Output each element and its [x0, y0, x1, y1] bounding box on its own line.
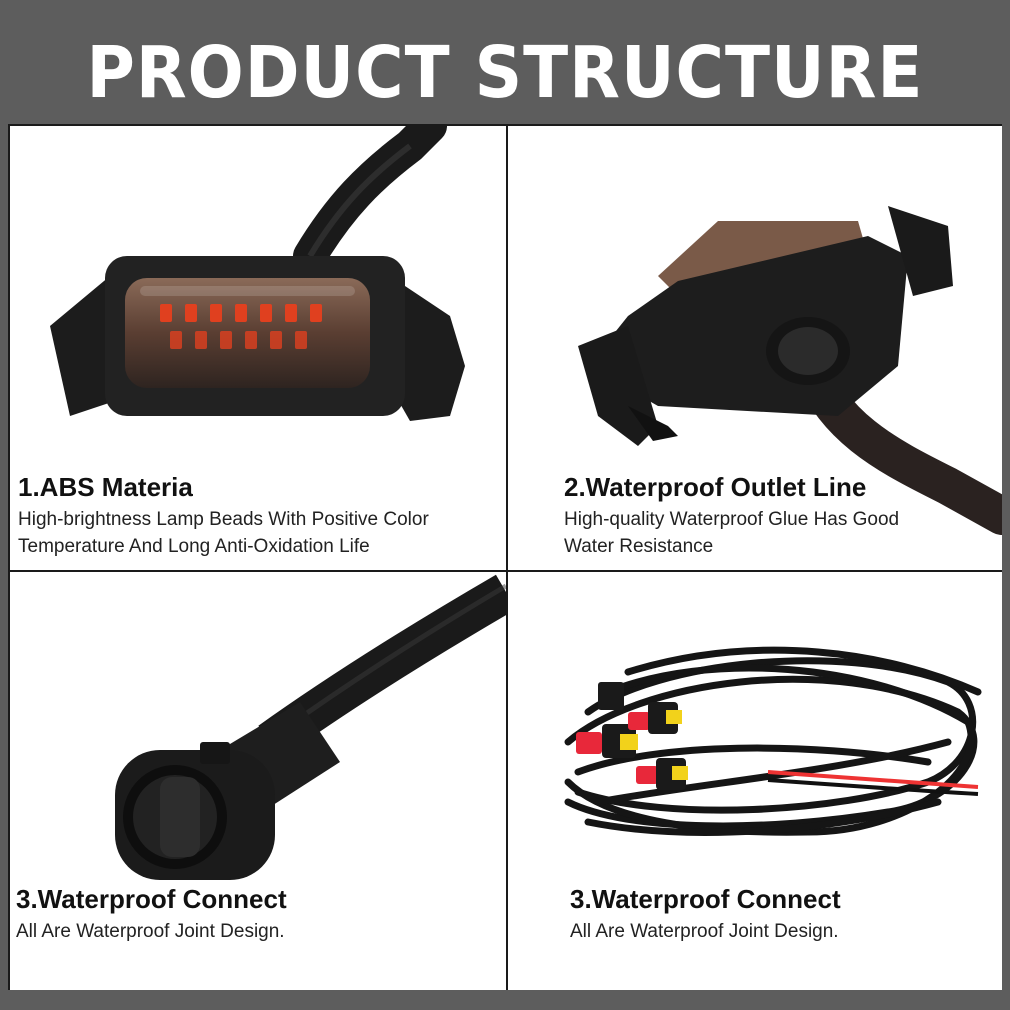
panel-description-line: Water Resistance [564, 536, 714, 557]
wiring-harness-icon [564, 646, 982, 836]
product-grid: 1.ABS Materia High-brightness Lamp Beads… [8, 124, 1002, 990]
panel-description: High-quality Waterproof Glue Has Good Wa… [564, 506, 899, 560]
panel-title: 3.Waterproof Connect [570, 884, 841, 914]
panel-description-line: High-quality Waterproof Glue Has Good [564, 509, 900, 530]
panel-title: 1.ABS Materia [18, 472, 193, 502]
connector-plug-icon [115, 574, 506, 880]
panel-waterproof-connect-plug: 3.Waterproof Connect All Are Waterproof … [10, 572, 506, 990]
panel-title: 2.Waterproof Outlet Line [564, 472, 867, 502]
panel-title: 3.Waterproof Connect [16, 884, 287, 914]
page-title: PRODUCT STRUCTURE [86, 30, 924, 115]
panel-waterproof-connect-harness: 3.Waterproof Connect All Are Waterproof … [508, 572, 1002, 990]
led-lamp-back-icon [578, 206, 1002, 535]
grid-divider-vertical [506, 126, 508, 988]
panel-description-line: All Are Waterproof Joint Design. [16, 921, 285, 942]
panel-abs-material: 1.ABS Materia High-brightness Lamp Beads… [10, 126, 506, 570]
panel-description-line: High-brightness Lamp Beads With Positive… [18, 509, 429, 530]
panel-waterproof-outlet: 2.Waterproof Outlet Line High-quality Wa… [508, 126, 1002, 570]
panel-description-line: Temperature And Long Anti-Oxidation Life [18, 536, 370, 557]
led-lamp-front-icon [50, 126, 465, 421]
grid-divider-horizontal [10, 570, 1000, 572]
panel-description: High-brightness Lamp Beads With Positive… [18, 506, 429, 560]
panel-description: All Are Waterproof Joint Design. [570, 918, 839, 945]
panel-description-line: All Are Waterproof Joint Design. [570, 921, 839, 942]
panel-description: All Are Waterproof Joint Design. [16, 918, 285, 945]
